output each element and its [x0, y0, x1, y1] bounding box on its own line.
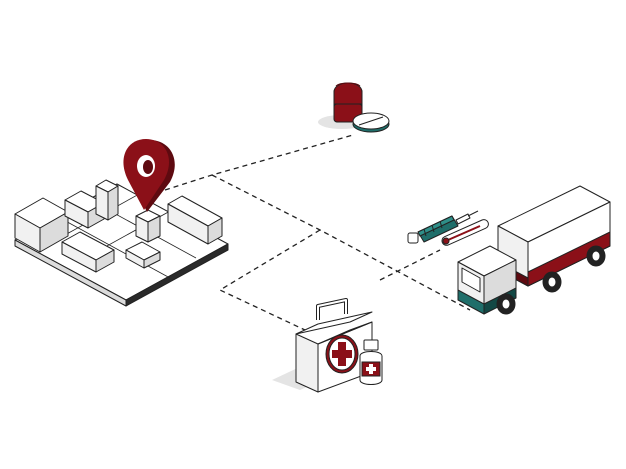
first-aid-kit-icon — [272, 298, 373, 393]
medicine-bottle-icon — [359, 339, 383, 385]
location-pin-icon — [123, 139, 175, 212]
city-map-icon — [14, 179, 229, 307]
delivery-truck-icon — [457, 185, 611, 315]
thermometer-icon — [441, 219, 489, 246]
syringe-icon — [407, 210, 479, 244]
route-lines — [164, 134, 471, 331]
pills-icon — [318, 82, 390, 133]
